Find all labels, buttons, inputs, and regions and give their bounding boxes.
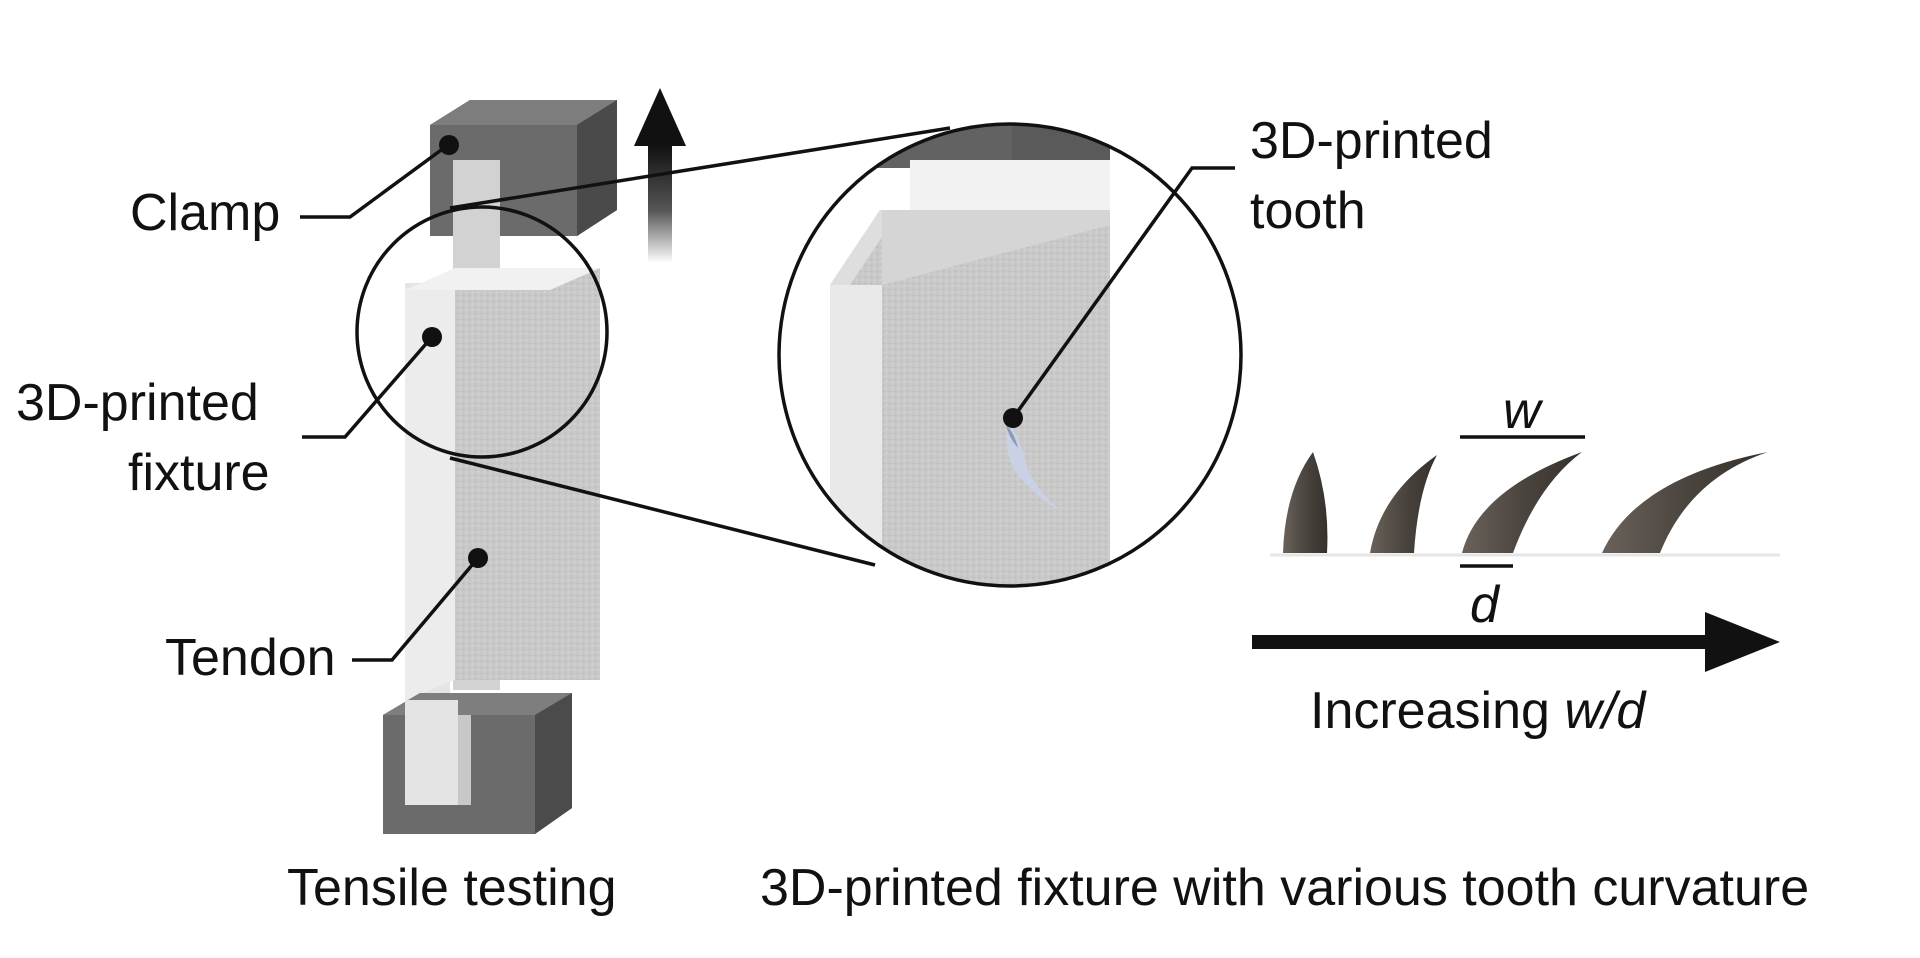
caption-fixture-curvature: 3D-printed fixture with various tooth cu…: [760, 859, 1809, 917]
label-d: d: [1470, 576, 1501, 634]
tooth-1: [1283, 452, 1328, 553]
tooth-3: [1462, 452, 1582, 553]
bottom-clamp: [383, 693, 572, 834]
leader-clamp: [300, 143, 450, 219]
magnify-circle-large: [777, 122, 1243, 588]
tooth-4: [1602, 452, 1768, 553]
label-tooth-line2: tooth: [1250, 182, 1366, 240]
label-increasing-var: w/d: [1564, 682, 1647, 740]
dot-fixture: [422, 327, 442, 347]
leader-tooth: [1011, 166, 1235, 420]
label-increasing: Increasing w/d: [1310, 682, 1647, 740]
dot-clamp: [439, 135, 459, 155]
label-clamp: Clamp: [130, 184, 280, 242]
magnify-circle-small: [355, 205, 609, 459]
caption-tensile-testing: Tensile testing: [287, 859, 617, 917]
label-fixture-line1: 3D-printed: [16, 374, 259, 432]
zoom-line-bottom: [449, 456, 876, 567]
label-tooth-line1: 3D-printed: [1250, 112, 1493, 170]
tensile-assembly: [383, 88, 686, 834]
tooth-series: [1270, 452, 1780, 557]
leaders: [300, 143, 1235, 662]
tooth-2: [1370, 455, 1437, 553]
pull-arrow: [634, 88, 686, 263]
leader-tendon: [352, 556, 480, 662]
fixture-block: [405, 268, 600, 700]
zoom-line-top: [449, 126, 951, 210]
label-increasing-prefix: Increasing: [1310, 682, 1564, 740]
dot-tendon: [468, 548, 488, 568]
label-tendon: Tendon: [165, 629, 336, 687]
label-w: w: [1503, 382, 1544, 440]
leader-fixture: [302, 335, 434, 439]
dot-tooth: [1003, 408, 1023, 428]
increasing-arrow: [1252, 612, 1780, 672]
zoom-view: [779, 124, 1241, 586]
label-fixture-line2: fixture: [128, 444, 270, 502]
